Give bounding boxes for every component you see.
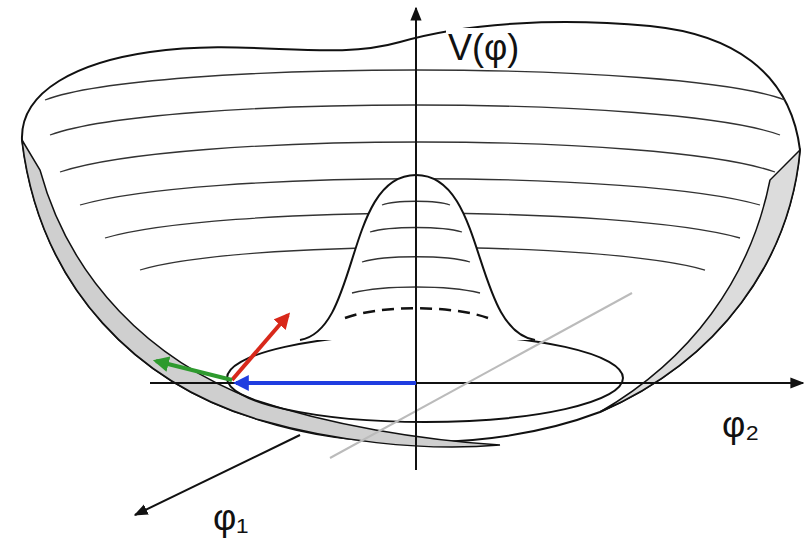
goldstone-arrow (156, 361, 232, 380)
bowl-section-right (600, 150, 800, 412)
radial-mode-arrow (232, 315, 288, 380)
central-hump (300, 175, 535, 340)
axis-label: φ₂ (720, 405, 761, 445)
trough-ring (227, 334, 623, 422)
v-axis (415, 8, 417, 470)
bowl-surface (22, 22, 800, 442)
phi2-axis (150, 382, 803, 384)
axis-label: φ₁ (211, 498, 251, 538)
axis-label: V(φ) (446, 28, 521, 68)
radial-arrow (236, 381, 416, 385)
